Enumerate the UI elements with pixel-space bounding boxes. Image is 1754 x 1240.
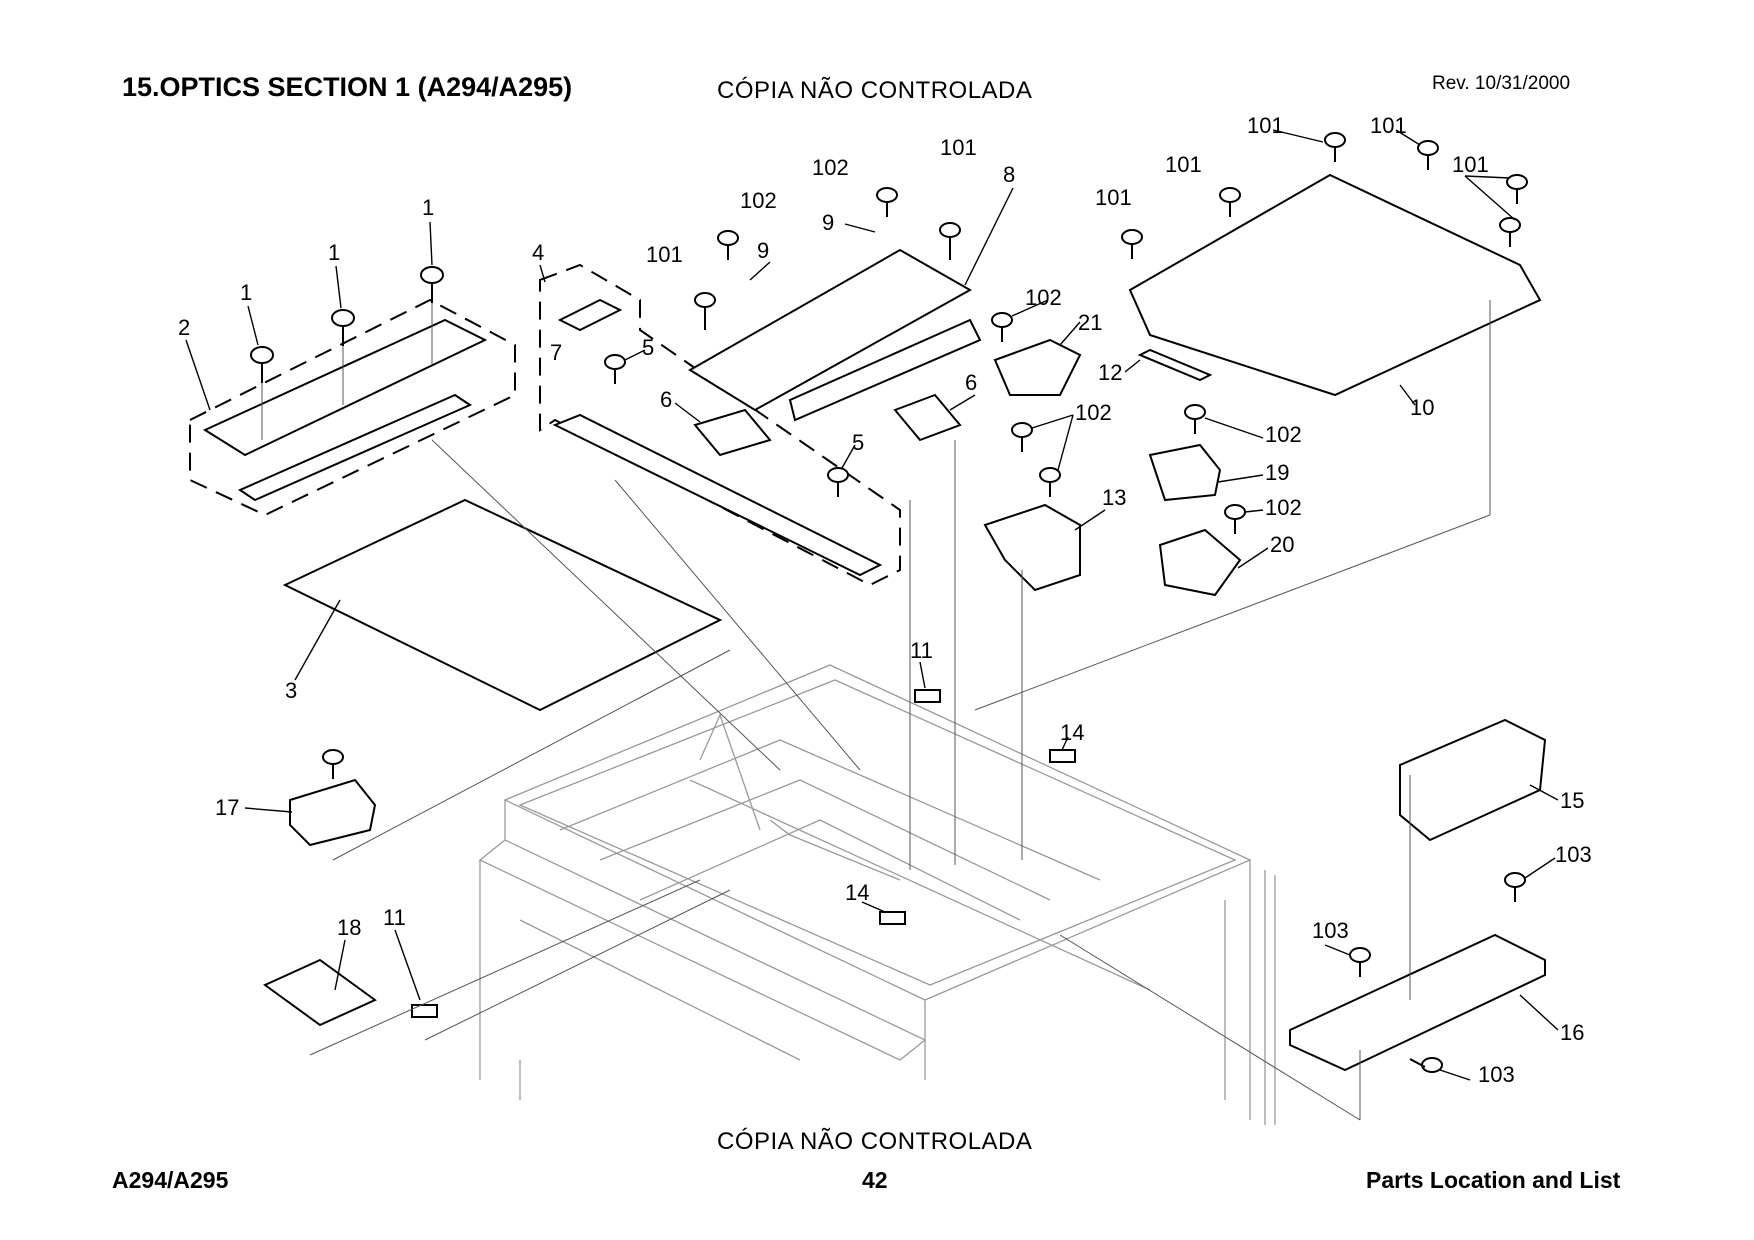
part-group-2 <box>189 290 516 517</box>
footer-section: Parts Location and List <box>1366 1167 1621 1193</box>
callout-label: 16 <box>1560 1020 1584 1045</box>
callout-label: 103 <box>1478 1062 1515 1087</box>
callout-label: 102 <box>740 188 777 213</box>
callout-label: 4 <box>532 240 544 265</box>
callout-label: 101 <box>940 135 977 160</box>
part-8-bracket <box>688 248 982 422</box>
callout-label: 103 <box>1312 918 1349 943</box>
callout-label: 6 <box>660 387 672 412</box>
part-10-cover <box>1128 173 1542 397</box>
callout-label: 10 <box>1410 395 1434 420</box>
callout-labels: 1 1 1 1 2 3 4 5 5 6 6 7 8 9 9 10 11 11 1… <box>178 113 1592 1087</box>
callout-label: 12 <box>1098 360 1122 385</box>
callout-label: 101 <box>646 242 683 267</box>
machine-frame <box>478 664 1276 1125</box>
revision-date: Rev. 10/31/2000 <box>1432 73 1571 94</box>
part-20-bracket <box>1158 528 1242 597</box>
callout-label: 101 <box>1452 152 1489 177</box>
part-group-4 <box>539 263 901 587</box>
callout-label: 1 <box>240 280 252 305</box>
callout-label: 20 <box>1270 532 1294 557</box>
callout-label: 18 <box>337 915 361 940</box>
part-15-filter <box>1399 718 1547 842</box>
uncontrolled-copy-stamp-top: CÓPIA NÃO CONTROLADA <box>717 77 1033 104</box>
callout-label: 3 <box>285 678 297 703</box>
callout-label: 21 <box>1078 310 1102 335</box>
part-14-pad-lower <box>879 911 906 925</box>
part-13-bracket <box>983 503 1081 592</box>
callout-label: 19 <box>1265 460 1289 485</box>
callout-label: 9 <box>757 238 769 263</box>
callout-label: 13 <box>1102 485 1126 510</box>
callout-label: 17 <box>215 795 239 820</box>
callout-label: 102 <box>1265 495 1302 520</box>
callout-label: 11 <box>383 905 406 930</box>
callout-label: 14 <box>845 880 869 905</box>
callout-label: 5 <box>642 335 654 360</box>
part-6-plate-left <box>693 408 772 457</box>
callout-label: 2 <box>178 315 190 340</box>
callout-label: 14 <box>1060 720 1084 745</box>
callout-label: 9 <box>822 210 834 235</box>
callout-label: 15 <box>1560 788 1584 813</box>
uncontrolled-copy-stamp-bottom: CÓPIA NÃO CONTROLADA <box>717 1128 1033 1155</box>
callout-label: 11 <box>910 638 933 663</box>
page-title: 15.OPTICS SECTION 1 (A294/A295) <box>122 72 573 102</box>
callout-label: 6 <box>965 370 977 395</box>
callout-label: 101 <box>1370 113 1407 138</box>
part-16-cover <box>1289 933 1546 1072</box>
callout-label: 102 <box>1265 422 1302 447</box>
callout-label: 8 <box>1003 162 1015 187</box>
part-19-bracket <box>1148 443 1222 502</box>
callout-label: 101 <box>1165 152 1202 177</box>
callout-label: 102 <box>1075 400 1112 425</box>
leader-lines <box>185 129 1559 1081</box>
callout-label: 101 <box>1095 185 1132 210</box>
part-14-pad-upper <box>1049 749 1076 763</box>
part-21-sensor <box>993 338 1082 396</box>
callout-label: 1 <box>422 195 434 220</box>
callout-label: 101 <box>1247 113 1284 138</box>
callout-label: 102 <box>1025 285 1062 310</box>
callout-label: 1 <box>328 240 340 265</box>
projection-lines <box>309 300 1491 1121</box>
callout-label: 103 <box>1555 842 1592 867</box>
part-3-exposure-glass <box>282 498 723 712</box>
part-11-pad-upper <box>914 689 941 703</box>
part-12-strip <box>1137 348 1213 382</box>
part-17-bracket <box>289 778 377 847</box>
part-6-plate-right <box>893 393 962 442</box>
part-11-pad-lower <box>411 1004 438 1018</box>
callout-label: 7 <box>550 340 562 365</box>
footer-page-number: 42 <box>862 1167 888 1193</box>
footer-model: A294/A295 <box>112 1167 229 1193</box>
part-18-label <box>263 958 377 1027</box>
callout-label: 102 <box>812 155 849 180</box>
callout-label: 5 <box>852 430 864 455</box>
